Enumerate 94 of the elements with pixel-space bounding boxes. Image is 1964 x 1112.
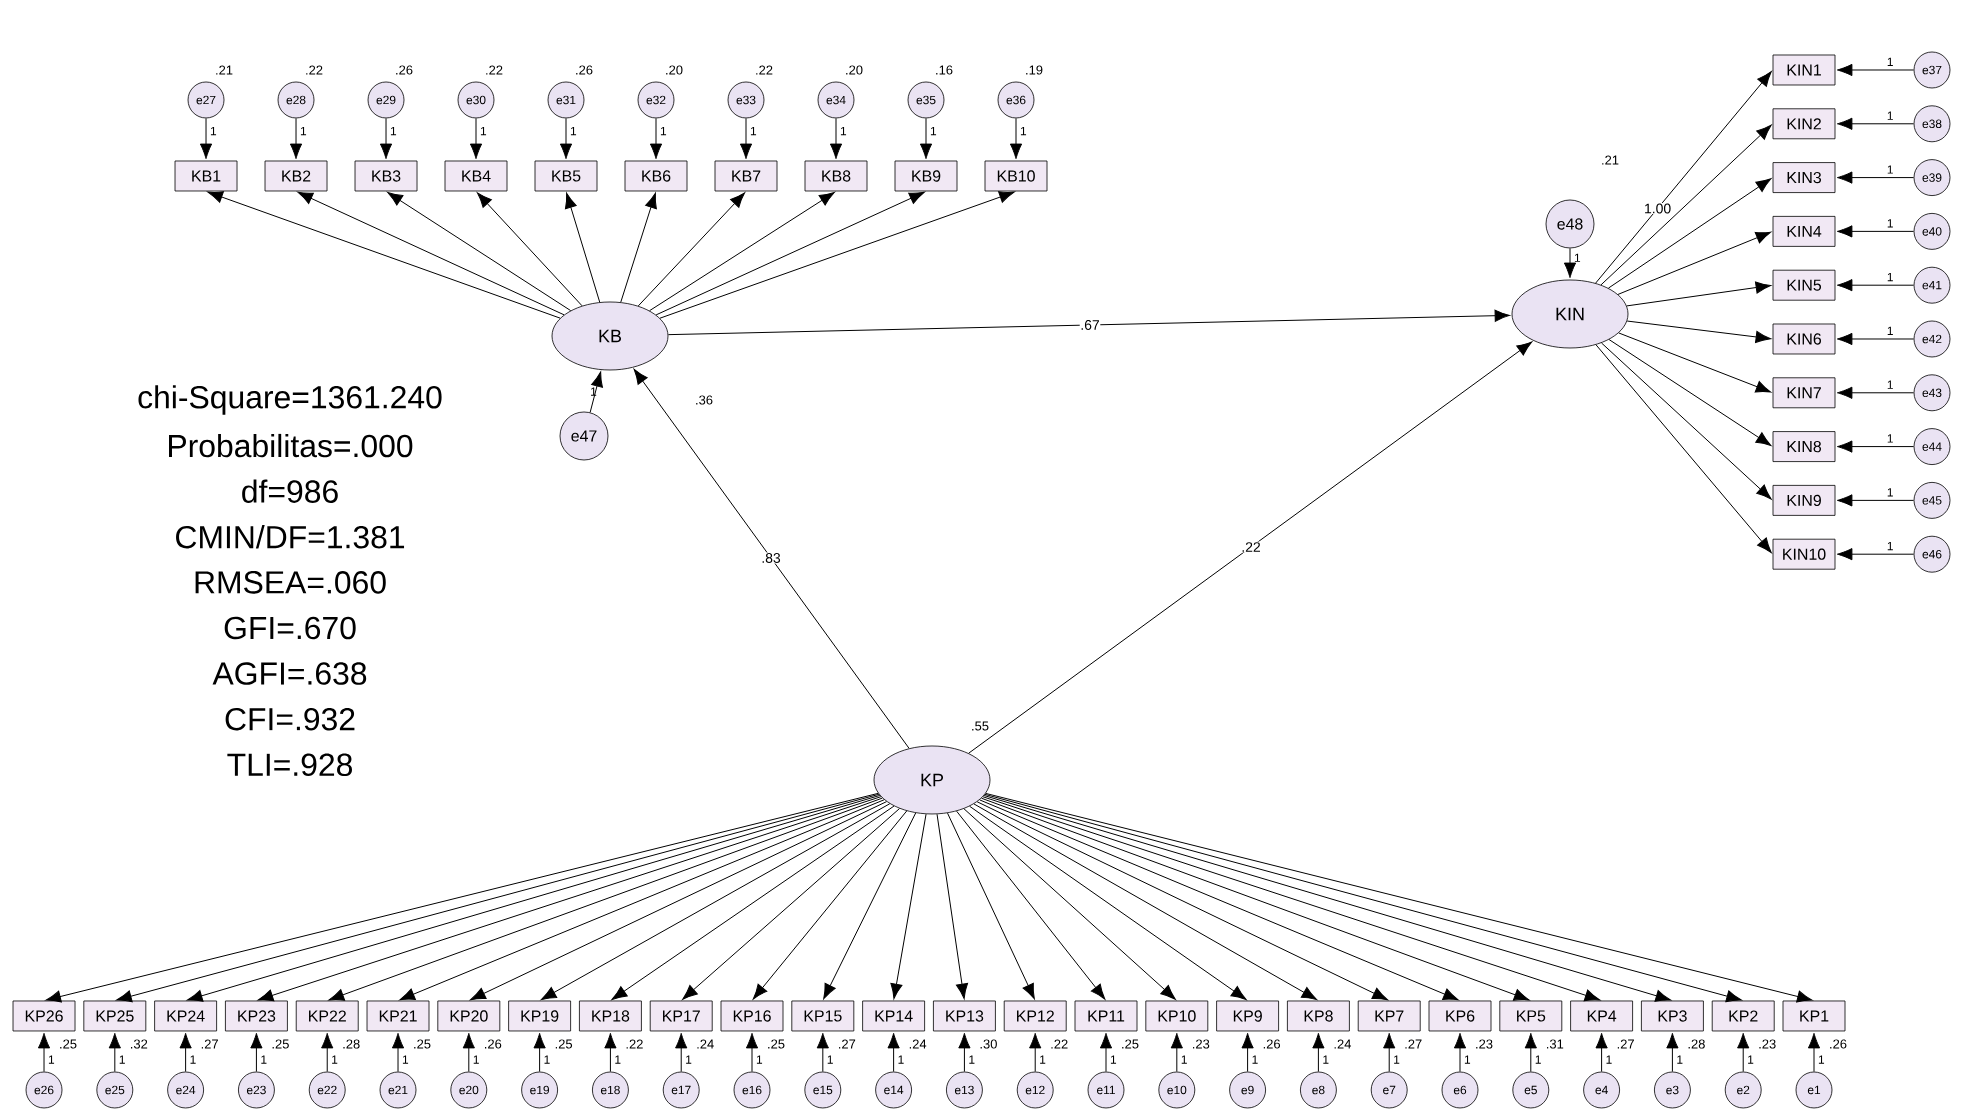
arrow: [250, 1032, 263, 1073]
arrow: [1836, 494, 1915, 507]
arrow: [1836, 440, 1915, 453]
arrow: [969, 805, 1247, 1000]
arrow: [387, 192, 572, 312]
arrow: [936, 813, 969, 1000]
arrow: [462, 1032, 475, 1073]
arrow: [1836, 332, 1915, 346]
fit-statistic: df=986: [242, 479, 338, 503]
arrow: [1836, 279, 1915, 292]
fit-statistic: GFI=.670: [224, 616, 356, 640]
arrow: [655, 191, 925, 316]
arrow: [675, 1032, 688, 1073]
fit-statistic: CFI=.932: [225, 707, 355, 731]
fit-statistic: CMIN/DF=1.381: [176, 525, 405, 549]
arrow: [739, 117, 753, 160]
arrow: [968, 341, 1533, 754]
arrow: [1524, 1032, 1537, 1073]
arrow: [958, 1032, 971, 1073]
arrow: [1563, 247, 1577, 279]
arrow: [659, 191, 1015, 319]
arrow: [1241, 1032, 1254, 1073]
arrow: [1737, 1032, 1750, 1073]
arrow: [321, 1032, 334, 1073]
arrow: [956, 810, 1106, 1000]
fit-statistic: chi-Square=1361.240: [138, 385, 442, 415]
arrow: [919, 117, 933, 160]
arrow: [379, 117, 393, 160]
arrow: [823, 812, 917, 1000]
arrow: [1009, 117, 1023, 160]
arrow: [947, 812, 1035, 1000]
fit-statistic: TLI=.928: [227, 753, 352, 777]
arrow: [564, 192, 601, 303]
arrow: [476, 192, 583, 307]
arrow: [470, 801, 888, 1001]
arrow: [1608, 339, 1772, 446]
arrow: [973, 803, 1318, 1001]
arrow: [37, 1032, 51, 1073]
arrow: [667, 309, 1511, 336]
arrow: [1601, 342, 1772, 500]
arrow: [682, 808, 900, 1000]
fit-statistic: Probabilitas=.000: [169, 433, 413, 458]
arrow: [540, 803, 891, 1001]
arrow: [391, 1032, 405, 1073]
arrow: [649, 192, 835, 312]
arrow: [559, 117, 573, 160]
arrow: [976, 801, 1388, 1001]
arrow: [1170, 1032, 1183, 1073]
fit-statistic: AGFI=.638: [212, 662, 367, 685]
arrow: [1595, 1032, 1608, 1073]
arrow: [1600, 124, 1772, 286]
arrow: [1453, 1032, 1467, 1073]
arrow: [1029, 1032, 1042, 1073]
arrow: [637, 192, 746, 307]
arrow: [1836, 548, 1915, 561]
arrow: [611, 805, 895, 1000]
arrow: [179, 1032, 192, 1073]
arrow: [1836, 171, 1915, 184]
arrow: [1836, 117, 1915, 130]
arrow: [1666, 1032, 1679, 1073]
arrow: [1626, 320, 1772, 344]
arrow: [1607, 178, 1772, 289]
arrow: [469, 117, 483, 160]
arrow: [1595, 71, 1772, 284]
arrow: [887, 1032, 900, 1073]
arrow: [289, 117, 303, 160]
fit-statistic: RMSEA=.060: [195, 571, 386, 594]
arrow: [963, 808, 1176, 1000]
arrow: [829, 117, 843, 160]
arrow: [633, 368, 910, 749]
arrow: [604, 1032, 617, 1073]
arrow: [297, 191, 565, 316]
arrow: [745, 1032, 759, 1073]
arrow: [1836, 225, 1915, 238]
arrow: [1626, 281, 1772, 307]
arrow: [199, 117, 213, 160]
arrow: [533, 1032, 546, 1073]
arrow: [816, 1032, 829, 1073]
arrow: [1312, 1032, 1325, 1073]
arrow: [1836, 386, 1915, 399]
arrow: [649, 117, 663, 160]
arrow: [1617, 231, 1772, 295]
arrow: [589, 371, 603, 413]
arrow: [1595, 344, 1772, 554]
arrow: [207, 191, 561, 319]
arrow: [108, 1032, 121, 1073]
arrow: [890, 813, 927, 1000]
arrow: [620, 192, 657, 303]
arrow: [752, 810, 908, 1000]
arrow: [1383, 1032, 1396, 1073]
arrow: [1807, 1032, 1821, 1073]
arrow: [1099, 1032, 1113, 1073]
arrow: [1836, 63, 1915, 77]
arrow: [1618, 332, 1772, 393]
